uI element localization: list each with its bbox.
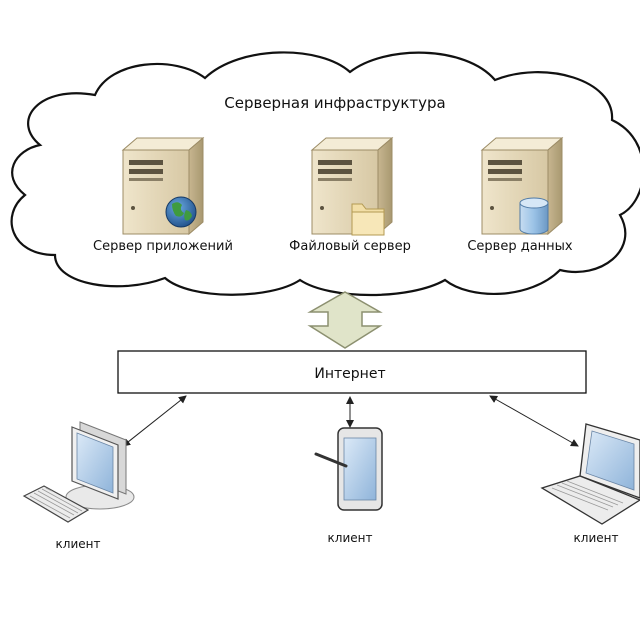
mobile-device-icon — [314, 427, 383, 511]
client-label-mobile: клиент — [328, 531, 373, 545]
connection-arrow-right — [489, 395, 579, 447]
cloud-title: Серверная инфраструктура — [224, 94, 445, 112]
client-label-laptop: клиент — [574, 531, 619, 545]
globe-icon — [165, 196, 197, 228]
connection-arrow-left — [122, 395, 187, 447]
client-label-desktop: клиент — [56, 537, 101, 551]
laptop-icon — [540, 423, 640, 525]
double-arrow-icon — [307, 291, 383, 349]
server-label-application: Сервер приложений — [93, 239, 233, 254]
application-server-icon — [121, 136, 205, 236]
data-server-icon — [480, 136, 564, 236]
database-icon — [519, 197, 549, 235]
internet-label: Интернет — [314, 366, 385, 382]
desktop-computer-icon — [22, 421, 135, 523]
server-label-data: Сервер данных — [467, 239, 573, 254]
internet-box — [117, 350, 587, 394]
folder-icon — [351, 203, 385, 236]
server-label-file: Файловый сервер — [289, 239, 411, 254]
